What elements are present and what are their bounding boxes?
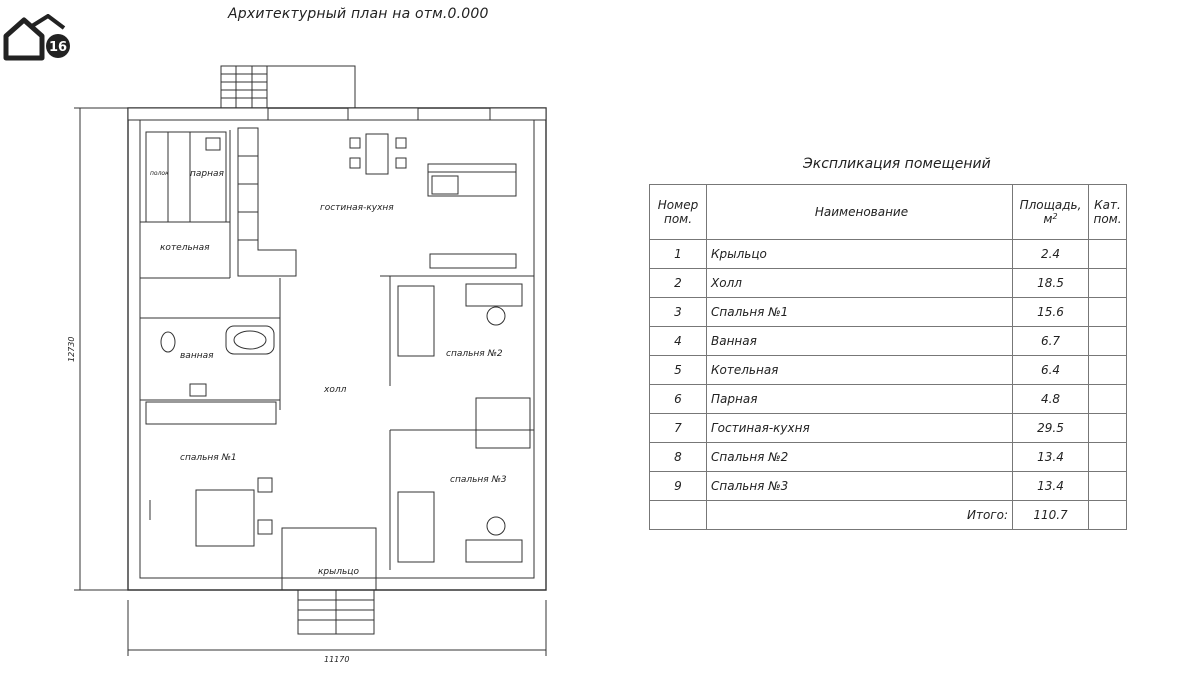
row-cat	[1088, 268, 1127, 298]
row-area: 6.4	[1012, 355, 1089, 385]
row-cat	[1088, 239, 1127, 269]
dim-width-label: 11170	[324, 655, 349, 664]
logo-badge: 16	[49, 40, 67, 55]
header-area-line2: м	[1043, 212, 1053, 226]
row-num: 1	[649, 239, 707, 269]
row-area: 13.4	[1012, 442, 1089, 472]
dim-height-label: 12730	[67, 337, 76, 362]
header-area-line1: Площадь,	[1019, 198, 1082, 212]
label-holl: холл	[323, 385, 347, 395]
row-area: 13.4	[1012, 471, 1089, 501]
header-area-unit: м2	[1013, 212, 1088, 226]
row-name: Спальня №2	[706, 442, 1013, 472]
label-kotelnaya: котельная	[160, 243, 210, 253]
row-num: 2	[649, 268, 707, 298]
header-area: Площадь, м2	[1012, 184, 1089, 240]
row-name: Котельная	[706, 355, 1013, 385]
row-name: Спальня №1	[706, 297, 1013, 327]
plan-title: Архитектурный план на отм.0.000	[228, 6, 489, 22]
bed-2	[397, 285, 435, 357]
total-num	[649, 500, 707, 530]
tv-stand	[429, 253, 517, 269]
header-cat-line1: Кат.	[1094, 198, 1121, 212]
bed-1	[195, 489, 255, 547]
label-gostinaya: гостиная-кухня	[320, 203, 394, 213]
house-logo-icon: 16	[3, 13, 70, 61]
rear-porch	[220, 65, 356, 109]
row-name: Спальня №3	[706, 471, 1013, 501]
explication-title: Экспликация помещений	[803, 156, 991, 172]
header-cat: Кат. пом.	[1088, 184, 1127, 240]
label-polok: полок	[150, 170, 169, 177]
label-spalnya3: спальня №3	[450, 475, 507, 485]
sink	[189, 383, 207, 397]
row-cat	[1088, 355, 1127, 385]
row-cat	[1088, 471, 1127, 501]
row-area: 6.7	[1012, 326, 1089, 356]
row-area: 2.4	[1012, 239, 1089, 269]
row-num: 3	[649, 297, 707, 327]
desk-3	[465, 539, 523, 563]
label-spalnya2: спальня №2	[446, 349, 503, 359]
row-num: 7	[649, 413, 707, 443]
header-num-line1: Номер	[657, 198, 699, 212]
bathtub	[225, 325, 275, 355]
desk-2	[465, 283, 523, 307]
table-total-row: Итого:110.7	[649, 500, 1127, 530]
row-name: Парная	[706, 384, 1013, 414]
row-name: Крыльцо	[706, 239, 1013, 269]
total-cat	[1088, 500, 1127, 530]
row-cat	[1088, 326, 1127, 356]
wardrobe-2	[475, 397, 531, 449]
row-cat	[1088, 442, 1127, 472]
dining-table	[365, 133, 389, 175]
front-porch	[281, 527, 377, 591]
company-logo: 16	[2, 13, 70, 62]
header-num: Номер пом.	[649, 184, 707, 240]
header-area-sup: 2	[1052, 212, 1058, 221]
header-name: Наименование	[706, 184, 1013, 240]
row-cat	[1088, 413, 1127, 443]
row-area: 29.5	[1012, 413, 1089, 443]
row-num: 6	[649, 384, 707, 414]
label-spalnya1: спальня №1	[180, 453, 237, 463]
row-num: 8	[649, 442, 707, 472]
row-name: Гостиная-кухня	[706, 413, 1013, 443]
row-num: 4	[649, 326, 707, 356]
label-vannaya: ванная	[180, 351, 214, 361]
row-cat	[1088, 297, 1127, 327]
bed-3	[397, 491, 435, 563]
row-cat	[1088, 384, 1127, 414]
total-value: 110.7	[1012, 500, 1089, 530]
label-krylco: крыльцо	[318, 567, 359, 577]
sofa	[427, 163, 517, 197]
table-header-row: Номер пом. Наименование Площадь, м2 Кат.…	[649, 184, 1127, 240]
explication-table: Номер пом. Наименование Площадь, м2 Кат.…	[649, 184, 1127, 530]
label-parnaya: парная	[190, 169, 225, 179]
total-label: Итого:	[706, 500, 1013, 530]
row-name: Ванная	[706, 326, 1013, 356]
row-name: Холл	[706, 268, 1013, 298]
header-cat-line2: пом.	[1093, 212, 1122, 226]
rear-steps	[220, 65, 268, 109]
row-area: 18.5	[1012, 268, 1089, 298]
wardrobe-1	[145, 401, 277, 425]
row-area: 4.8	[1012, 384, 1089, 414]
row-num: 5	[649, 355, 707, 385]
header-num-line2: пом.	[663, 212, 693, 226]
row-area: 15.6	[1012, 297, 1089, 327]
kitchen-counter	[237, 127, 297, 277]
toilet	[160, 331, 176, 353]
floor-plan: парная полок котельная гостиная-кухня ва…	[67, 65, 547, 664]
row-num: 9	[649, 471, 707, 501]
